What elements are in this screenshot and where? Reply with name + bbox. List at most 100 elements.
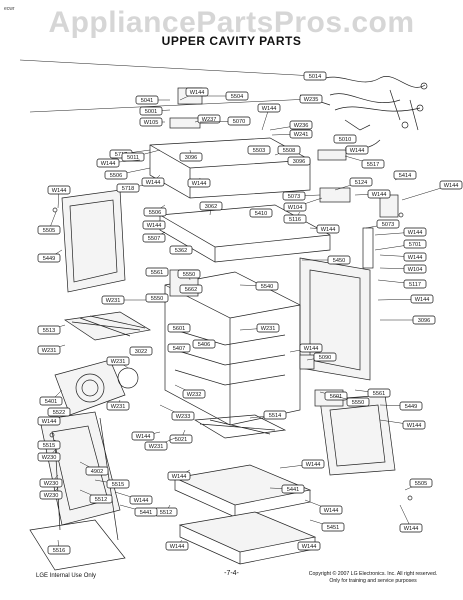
callout-box [283,202,307,212]
callout-box [187,178,211,188]
callout-5508: 5508 [274,145,301,156]
callout-5116: 5116 [283,211,307,224]
callout-label: W144 [170,544,185,550]
callout-label: 5550 [352,400,364,406]
callout-label: 5515 [43,443,55,449]
callout-box [179,284,203,294]
callout-label: 5505 [415,481,427,487]
callout-5011: 5011 [121,149,161,162]
callout-box [144,441,168,451]
callout-label: W232 [187,392,202,398]
callout-5505: 5505 [404,478,433,491]
callout-box [303,71,327,81]
callout-box [106,356,130,366]
callout-label: W144 [172,474,187,480]
callout-box [85,466,109,476]
callout-box [282,191,306,201]
callout-label: W144 [302,544,317,550]
callout-label: 5513 [43,328,55,334]
callout-box [256,323,280,333]
callout-box [145,267,169,277]
callout-label: 5124 [355,180,367,186]
callout-w231: W231 [239,323,280,333]
callout-5506: 5506 [143,204,167,217]
callout-label: W144 [372,192,387,198]
callout-5441: 5441 [119,504,158,517]
callout-box [192,339,216,349]
callout-label: 5451 [327,525,339,531]
callout-5010: 5010 [333,134,357,144]
callout-3022: 3022 [129,346,153,356]
callout-w241: W241 [271,129,313,139]
callout-5070: 5070 [199,116,251,126]
callout-label: 3022 [135,349,147,355]
callout-label: 5515 [112,482,124,488]
callout-box [301,459,325,469]
callout-box [345,145,369,155]
callout-label: 5441 [140,510,152,516]
callout-label: W144 [408,230,423,236]
callout-w144: W144 [401,180,463,201]
leader-line [19,59,316,77]
top-plate-5410 [159,204,331,263]
callout-5601: 5601 [167,323,191,333]
callout-label: 5073 [382,222,394,228]
callout-5362: 5362 [169,245,193,255]
callout-label: 5407 [173,346,185,352]
callout-label: W236 [294,123,309,129]
callout-box [89,494,113,504]
callout-label: 5514 [269,413,281,419]
callout-5512: 5512 [154,504,178,517]
callout-label: W231 [111,359,126,365]
callout-5515: 5515 [94,479,130,489]
callout-label: 5010 [339,137,351,143]
callout-box [131,431,155,441]
callout-label: 5718 [122,186,134,192]
callout-label: 5073 [288,194,300,200]
callout-label: W231 [42,348,57,354]
callout-box [171,411,195,421]
callout-box [376,219,400,229]
callout-w236: W236 [269,120,313,131]
door-trim [29,519,126,571]
callout-4902: 4902 [79,461,109,476]
callout-label: 4902 [91,469,103,475]
callout-5701: 5701 [374,239,427,251]
callout-5410: 5410 [249,208,273,218]
callout-w144: W144 [165,539,189,551]
callout-w144: W144 [37,416,61,426]
callout-box [129,495,153,505]
callout-w231: W231 [106,356,130,369]
callout-5014: 5014 [19,59,327,81]
callout-w144: W144 [96,158,141,168]
callout-5507: 5507 [142,231,166,243]
callout-w230: W230 [39,474,63,488]
callout-box [47,545,71,555]
callout-box [129,346,153,356]
callout-box [167,323,191,333]
callout-label: 5522 [53,410,65,416]
callout-box [289,120,313,130]
callout-box [142,220,166,230]
callout-5414: 5414 [393,170,417,181]
callout-box [319,505,343,515]
callout-5407: 5407 [167,343,191,353]
callout-label: 5540 [261,284,273,290]
oven-cavity [164,271,301,426]
callout-label: 5021 [175,437,187,443]
callout-w231: W231 [106,399,130,411]
callout-w231: W231 [101,295,150,305]
footer-internal-note: LGE Internal Use Only [36,573,97,579]
callout-label: W230 [42,455,57,461]
callout-box [349,177,373,187]
callout-3096: 3096 [287,156,311,166]
callout-w144: W144 [257,103,281,131]
callout-box [177,269,201,279]
callout-label: W231 [111,404,126,410]
callout-5001: 5001 [139,106,171,116]
callout-label: 5011 [127,155,139,161]
callout-w144: W144 [399,504,423,533]
callout-box [313,352,337,362]
callout-label: 5116 [289,217,301,223]
callout-5073: 5073 [282,191,321,201]
